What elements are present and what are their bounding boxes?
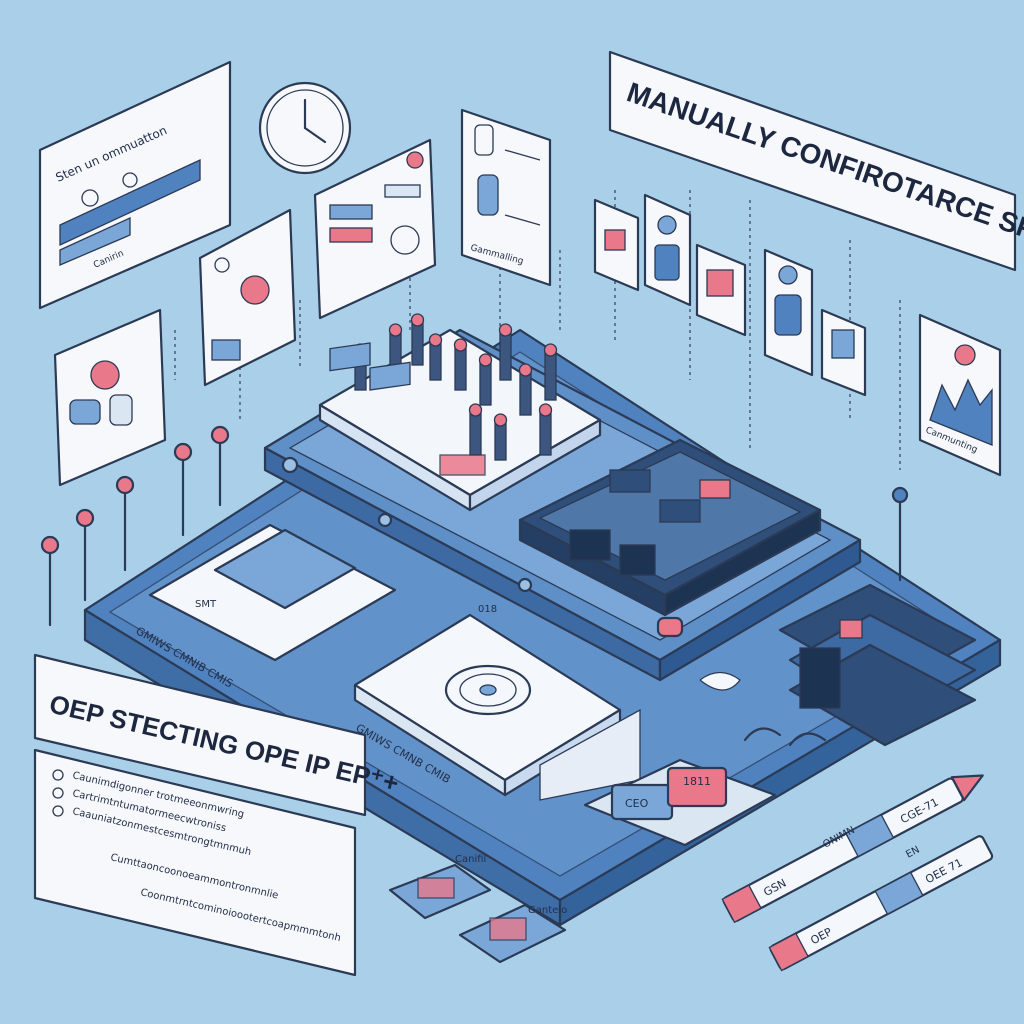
arrow-panel: Gammalling bbox=[460, 108, 552, 287]
card-label-right: Gantelo bbox=[528, 905, 567, 916]
notes-list: Caunimdigonner trotmeeonmwring Cartrimtn… bbox=[33, 748, 357, 977]
disc-label: 018 bbox=[478, 604, 497, 615]
chip-pair: 1811 CEO bbox=[583, 758, 777, 847]
graph-panel: Canmunting bbox=[918, 313, 1002, 477]
manual-book: 018 bbox=[353, 604, 641, 801]
info-panel-middle bbox=[198, 208, 297, 387]
pen-set: CGE-71 GSN OEE 71 OEP ONIMN EN bbox=[721, 774, 994, 972]
device-cards bbox=[593, 193, 867, 397]
info-panel-left bbox=[53, 308, 167, 487]
card-top-label: SMT bbox=[195, 599, 217, 610]
clock-icon bbox=[258, 81, 352, 175]
card-label-left: Canifil bbox=[455, 854, 486, 865]
chip-red-label: 1811 bbox=[683, 775, 711, 788]
pen-label-6: EN bbox=[904, 844, 921, 860]
chip-blue-label: CEO bbox=[625, 797, 649, 810]
resistor-array bbox=[329, 313, 558, 476]
board-stack bbox=[778, 583, 977, 747]
display-card: SMT bbox=[148, 523, 397, 662]
standing-pins bbox=[40, 425, 909, 627]
cable-pieces bbox=[699, 671, 827, 747]
form-panel bbox=[313, 138, 437, 320]
step-panel: Sten un ommuatton Canirin bbox=[38, 60, 232, 310]
small-card-left: Canifil bbox=[388, 854, 492, 920]
small-card-right: Gantelo bbox=[458, 903, 567, 964]
motherboard bbox=[518, 438, 822, 617]
